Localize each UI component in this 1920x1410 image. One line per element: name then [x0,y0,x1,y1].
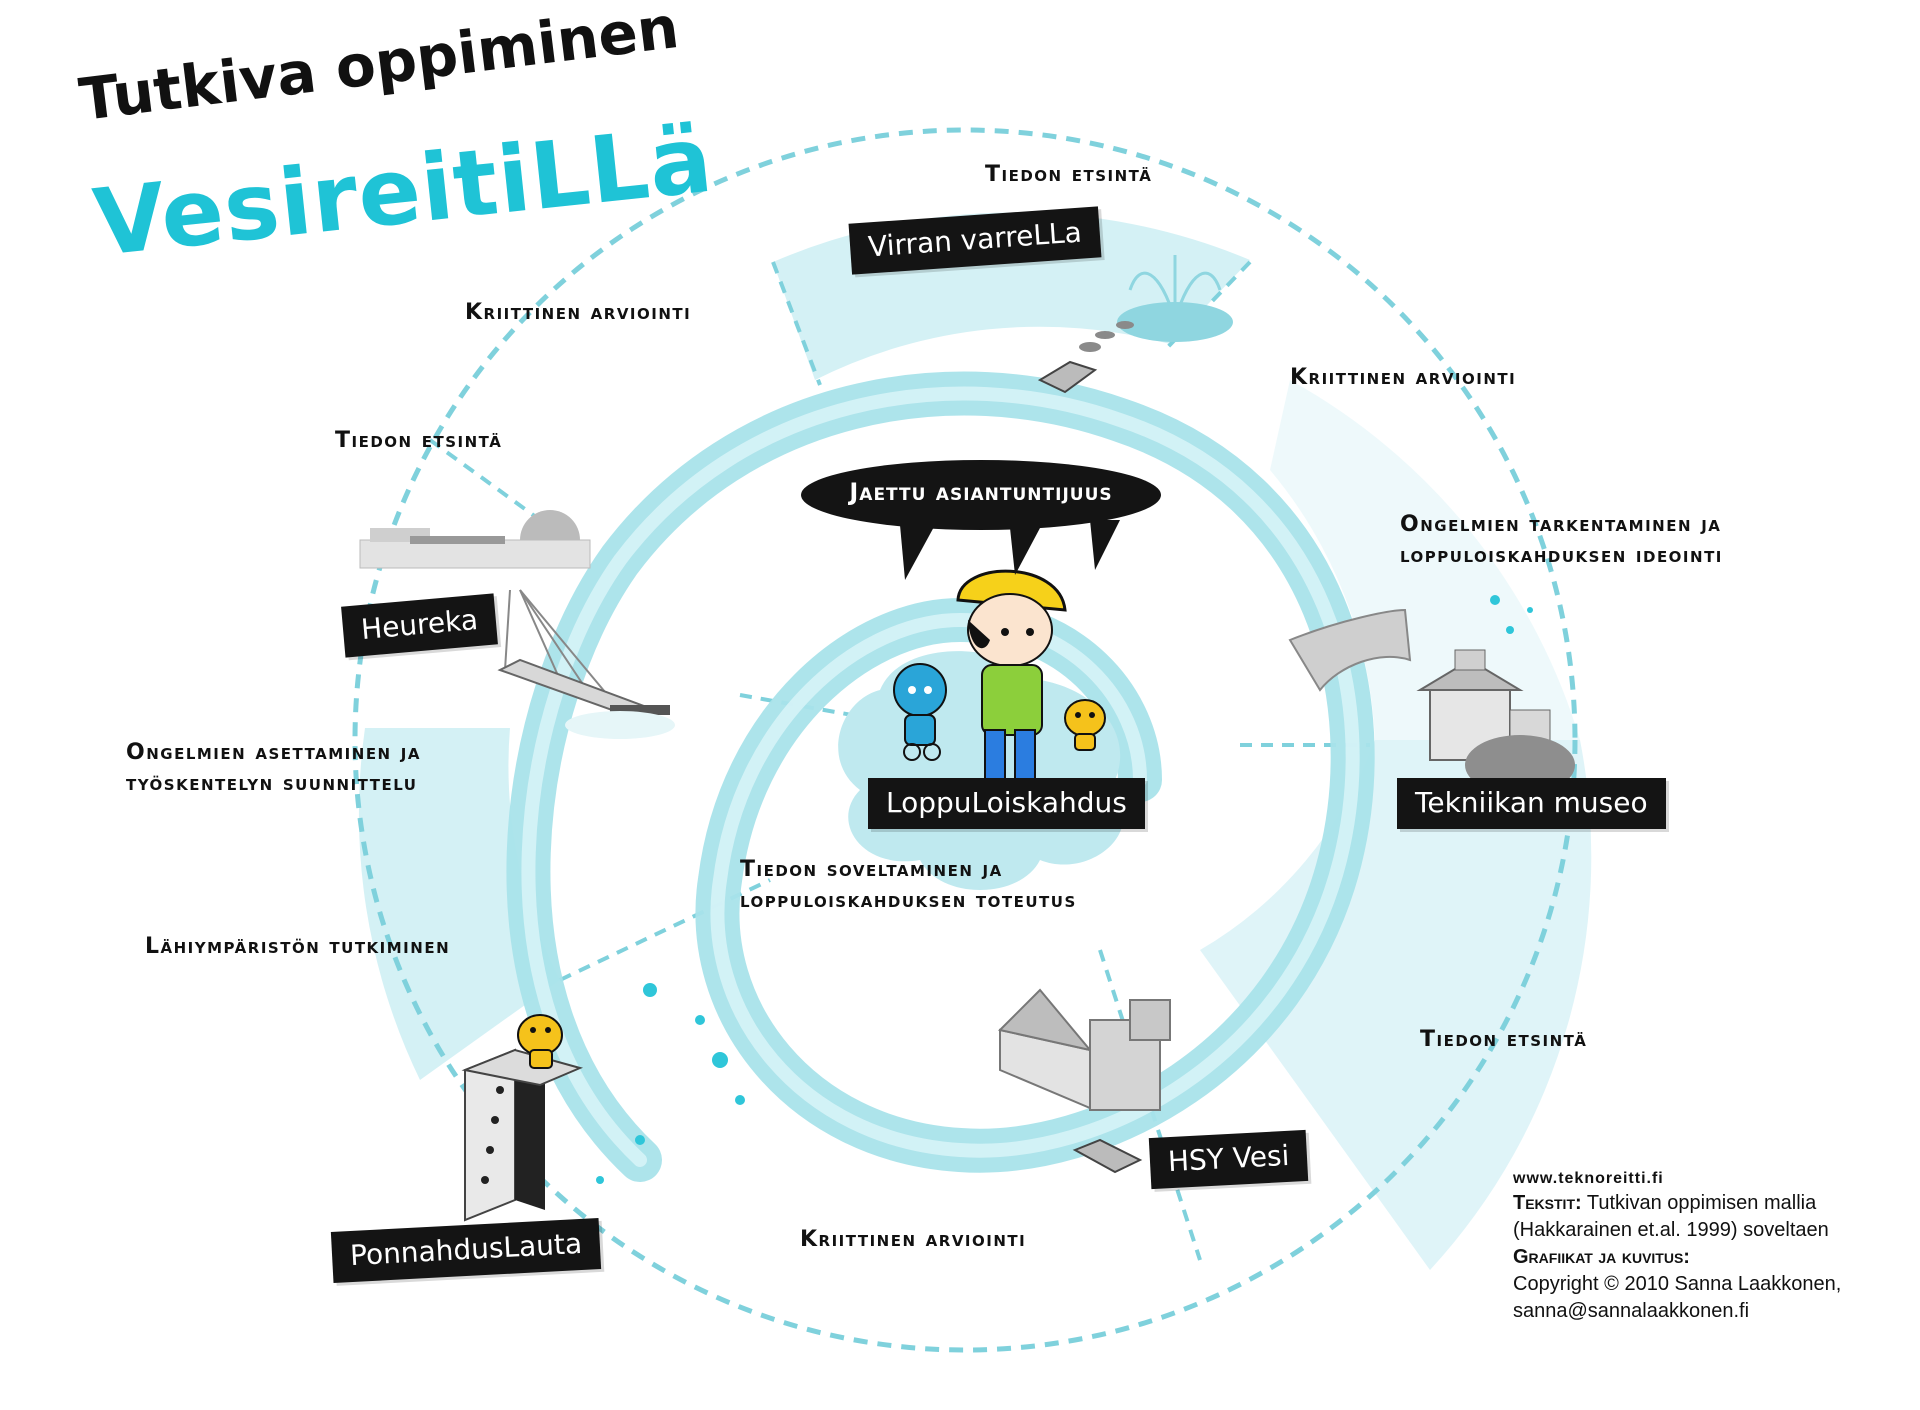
phase-ongelmien-tarkentaminen-line2: loppuloiskahduksen ideointi [1400,542,1723,568]
credits-text-label: Tekstit: [1513,1191,1582,1214]
tag-loppuloiskahdus: LoppuLoiskahdus [868,778,1145,829]
credits-text-line2: (Hakkarainen et.al. 1999) soveltaen [1513,1218,1829,1241]
cat-character-tower [517,1014,563,1069]
bridge [497,589,670,722]
hsy-building [998,988,1171,1111]
bubble-tail-right [1090,520,1120,570]
credits-email[interactable]: sanna@sannalaakkonen.fi [1513,1299,1750,1322]
fountain [1128,255,1222,321]
phase-ongelmien-asettaminen-line2: työskentelyn suunnittelu [126,770,418,796]
phase-kriittinen-top-left: Kriittinen arviointi [465,300,692,325]
phase-kriittinen-bottom: Kriittinen arviointi [800,1227,1027,1252]
bubble-tail-mid [1010,528,1040,575]
water-spiral-highlight [521,386,1360,1167]
phase-tiedon-etsinta-left: Tiedon etsintä [335,428,503,453]
speech-bubble-text: Jaettu asiantuntijuus [849,478,1113,506]
diving-tower [461,1048,584,1222]
pond [1117,302,1233,342]
child-character [956,569,1067,781]
phase-tiedon-soveltaminen: Tiedon soveltaminen ja loppuloiskahdukse… [740,855,1077,917]
divider-left [428,438,542,522]
phase-lahiympariston-tutkiminen: Lähiympäristön tutkiminen [145,934,451,959]
divider-top-left [771,261,822,386]
cat-character-center [1064,699,1106,751]
stone-slab-top [1037,360,1098,394]
phase-kriittinen-top-right: Kriittinen arviointi [1290,365,1517,390]
stone-slab-hsy [1072,1138,1143,1174]
tag-hsy-vesi: HSY Vesi [1148,1129,1309,1190]
outer-ring [352,127,1578,1353]
phase-ongelmien-asettaminen: Ongelmien asettaminen ja työskentelyn su… [126,738,421,800]
phase-ongelmien-tarkentaminen-line1: Ongelmien tarkentaminen ja [1400,512,1722,537]
bubble-tail-left [900,525,935,580]
speech-bubble [801,460,1161,530]
sector-right [1200,740,1592,1270]
phase-ongelmien-tarkentaminen: Ongelmien tarkentaminen ja loppuloiskahd… [1400,510,1723,572]
phase-tiedon-etsinta-top: Tiedon etsintä [985,162,1153,187]
credits-text-value: Tutkivan oppimisen mallia [1586,1191,1817,1214]
credits-graphics-label: Grafiikat ja kuvitus: [1513,1244,1841,1271]
bridge-water [565,711,675,739]
phase-tiedon-soveltaminen-line2: loppuloiskahduksen toteutus [740,887,1077,913]
stepping-stones [1079,321,1134,352]
robot-character [893,663,947,761]
phase-tiedon-etsinta-right: Tiedon etsintä [1420,1027,1588,1052]
credits-url[interactable]: www.teknoreitti.fi [1513,1170,1664,1187]
tekniikan-building [1416,649,1575,795]
heureka-building [359,510,591,569]
credits-block: www.teknoreitti.fi Tekstit: Tutkivan opp… [1513,1168,1841,1325]
pipe [1288,608,1412,692]
sector-right-upper [1270,380,1580,740]
phase-tiedon-soveltaminen-line1: Tiedon soveltaminen ja [740,857,1003,882]
credits-copyright: Copyright © 2010 Sanna Laakkonen, [1513,1272,1842,1295]
water-splashes [596,595,1533,1184]
phase-ongelmien-asettaminen-line1: Ongelmien asettaminen ja [126,740,421,765]
tag-tekniikan-museo: Tekniikan museo [1397,778,1666,829]
credits-graphics-label-text: Grafiikat ja kuvitus: [1513,1245,1690,1268]
credits-text-line1: Tekstit: Tutkivan oppimisen mallia [1513,1190,1841,1217]
